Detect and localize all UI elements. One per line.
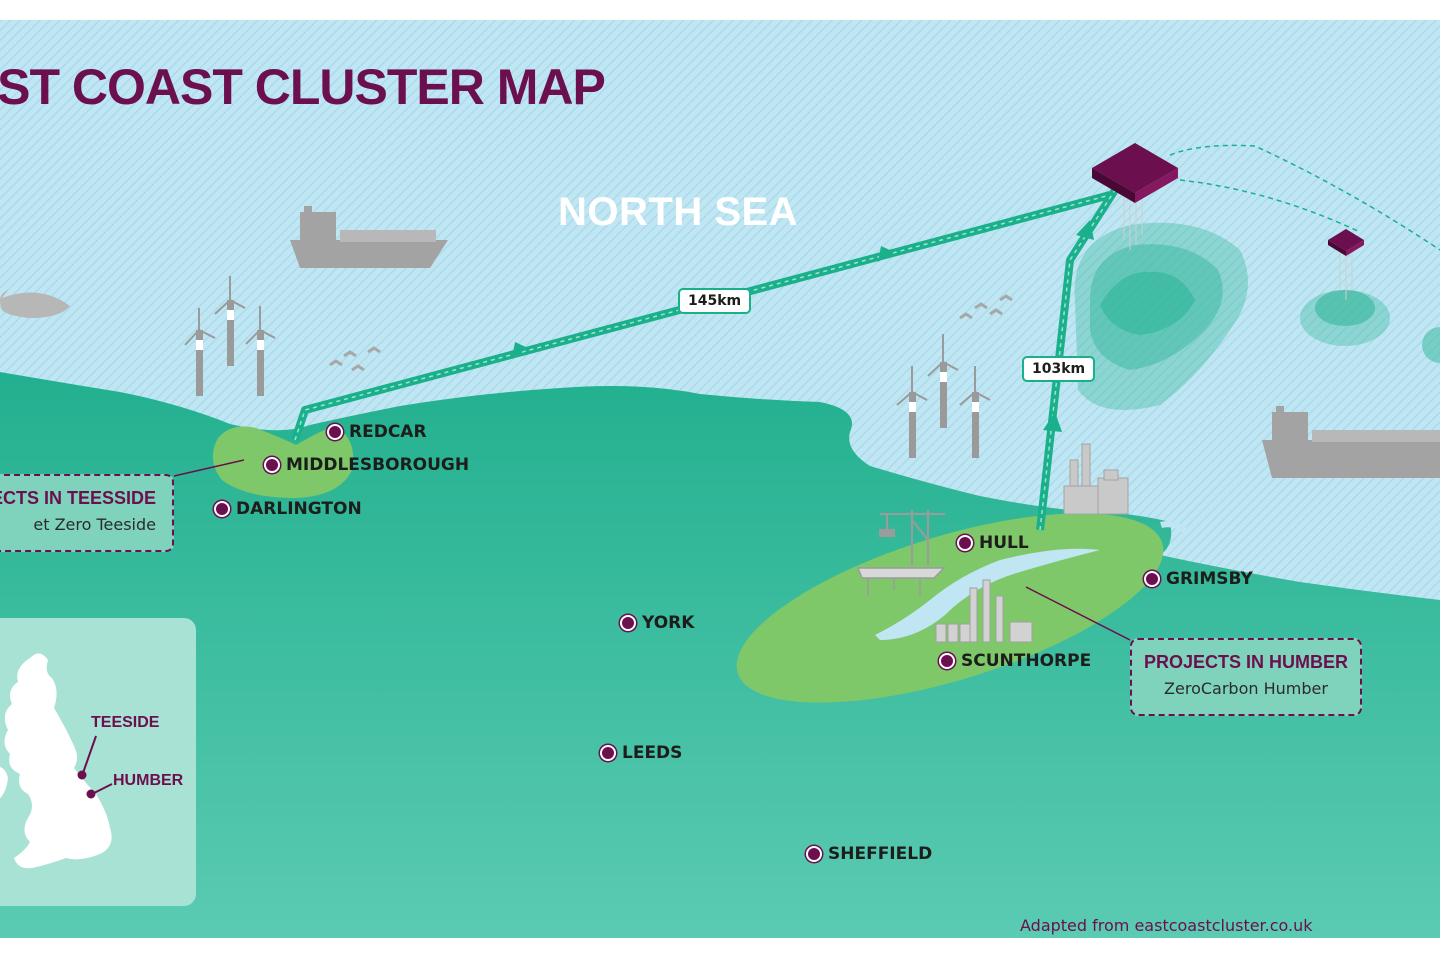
teesside-cluster-zone [212, 426, 354, 498]
crane-icon [879, 510, 945, 565]
whale-icon [0, 290, 70, 318]
city-label: SHEFFIELD [828, 844, 933, 864]
location-dot-icon [959, 537, 971, 549]
inset-dot-teeside [77, 770, 87, 780]
distance-label-humber: 103km [1022, 356, 1096, 382]
pipeline-teesside [291, 191, 1112, 442]
city-marker-sheffield[interactable]: SHEFFIELD [808, 844, 932, 864]
city-label: DARLINGTON [236, 499, 362, 519]
flow-arrow [1076, 220, 1094, 240]
map-title: AST COAST CLUSTER MAP [0, 59, 606, 115]
ship-icon [290, 206, 448, 268]
wind-turbine-icon [896, 334, 991, 458]
city-label: HULL [979, 533, 1029, 553]
city-label: SCUNTHORPE [961, 651, 1092, 671]
location-dot-icon [622, 617, 634, 629]
refinery-icon [935, 579, 1033, 643]
city-marker-scunthorpe[interactable]: SCUNTHORPE [941, 651, 1091, 671]
inset-uk-outline [0, 653, 113, 869]
city-marker-redcar[interactable]: REDCAR [329, 422, 427, 442]
city-marker-york[interactable]: YORK [622, 613, 694, 633]
inset-dot-humber [86, 789, 96, 799]
city-marker-hull[interactable]: HULL [959, 533, 1029, 553]
port-platform-icon [856, 567, 946, 596]
city-marker-grimsby[interactable]: GRIMSBY [1146, 569, 1253, 589]
city-marker-leeds[interactable]: LEEDS [602, 743, 682, 763]
location-dot-icon [602, 747, 614, 759]
platform-icon [1328, 229, 1364, 300]
project-box-teesside[interactable]: ECTS IN TEESSIDE et Zero Teeside [0, 474, 174, 552]
spurn-estuary [1160, 521, 1190, 535]
city-label: GRIMSBY [1166, 569, 1253, 589]
project-title: ECTS IN TEESSIDE [0, 488, 156, 508]
sea-label: NORTH SEA [558, 190, 799, 234]
wind-turbine-icon [184, 276, 276, 396]
pipeline-humber [1036, 187, 1119, 531]
city-label: LEEDS [622, 743, 683, 763]
source-credit: Adapted from eastcoastcluster.co.uk [1020, 916, 1313, 935]
flow-arrow [878, 246, 894, 262]
location-dot-icon [1146, 573, 1158, 585]
city-label: MIDDLESBOROUGH [286, 455, 470, 475]
project-subtitle: ZeroCarbon Humber [1164, 679, 1328, 698]
city-marker-darlington[interactable]: DARLINGTON [216, 499, 362, 519]
storage-reservoir-small [1300, 290, 1440, 363]
inset-label-humber: HUMBER [113, 772, 184, 789]
inset-locator-map: TEESIDE HUMBER [0, 618, 196, 906]
location-dot-icon [216, 503, 228, 515]
storage-reservoir-large [1074, 222, 1248, 410]
project-box-humber[interactable]: PROJECTS IN HUMBER ZeroCarbon Humber [1130, 638, 1362, 716]
dashed-connection [1169, 144, 1440, 251]
humber-estuary [875, 548, 1100, 640]
platform-icon [1092, 143, 1178, 250]
project-subtitle: et Zero Teeside [33, 515, 156, 534]
city-marker-middlesborough[interactable]: MIDDLESBOROUGH [266, 455, 469, 475]
flow-arrow [512, 342, 528, 358]
flow-arrow [1043, 412, 1062, 432]
factory-icon [1063, 443, 1129, 515]
location-dot-icon [329, 426, 341, 438]
bird-icon [329, 294, 1013, 372]
location-dot-icon [266, 459, 278, 471]
ship-icon [1262, 406, 1440, 478]
city-label: YORK [642, 613, 695, 633]
inset-label-teeside: TEESIDE [91, 714, 160, 731]
project-title: PROJECTS IN HUMBER [1143, 652, 1349, 672]
location-dot-icon [941, 655, 953, 667]
city-label: REDCAR [349, 422, 427, 442]
location-dot-icon [808, 848, 820, 860]
distance-label-teesside: 145km [678, 288, 752, 314]
